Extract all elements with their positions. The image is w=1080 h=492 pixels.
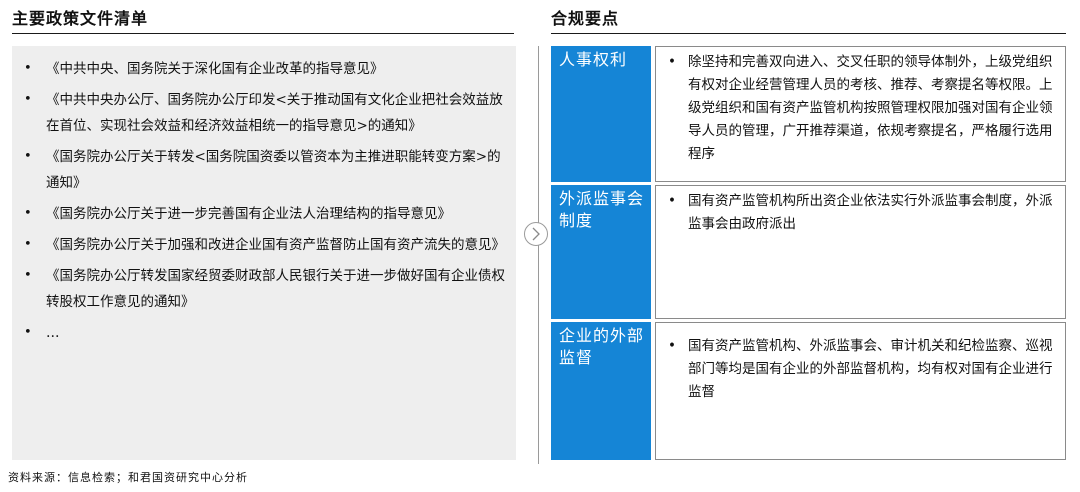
bullet-icon: • [668,193,676,209]
policy-document-item: • 《中共中央办公厅、国务院办公厅印发<关于推动国有文化企业把社会效益放在首位、实… [22,87,512,139]
policy-document-item: • 《国务院办公厅关于转发<国务院国资委以管资本为主推进职能转变方案>的通知》 [22,144,512,196]
source-note: 资料来源：信息检索；和君国资研究中心分析 [8,471,248,484]
compliance-row-external-supervision: 企业的外部监督 • 国有资产监管机构、外派监事会、审计机关和纪检监察、巡视部门等均… [551,322,1066,460]
compliance-title-rule [551,33,1066,34]
bullet-icon: • [24,206,32,221]
compliance-row-body: • 国有资产监管机构所出资企业依法实行外派监事会制度，外派监事会由政府派出 [655,185,1066,319]
policy-list-title-rule [12,33,514,34]
bullet-icon: • [24,268,32,283]
bullet-icon: • [24,92,32,107]
compliance-row-supervisory-board: 外派监事会制度 • 国有资产监管机构所出资企业依法实行外派监事会制度，外派监事会由… [551,185,1066,319]
policy-document-item: • 《国务院办公厅关于加强和改进企业国有资产监督防止国有资产流失的意见》 [22,232,512,258]
policy-document-text: 《国务院办公厅关于加强和改进企业国有资产监督防止国有资产流失的意见》 [46,237,505,253]
chevron-right-icon [524,222,548,246]
policy-document-text: 《国务院办公厅关于进一步完善国有企业法人治理结构的指导意见》 [46,206,451,222]
policy-list-title: 主要政策文件清单 [12,9,149,28]
policy-document-item: •… [22,320,512,346]
policy-document-item: • 《国务院办公厅关于进一步完善国有企业法人治理结构的指导意见》 [22,201,512,227]
bullet-icon: • [668,338,676,354]
compliance-point-text: 除坚持和完善双向进入、交叉任职的领导体制外，上级党组织有权对企业经营管理人员的考… [688,54,1053,162]
policy-list-panel: • 《中共中央、国务院关于深化国有企业改革的指导意见》 • 《中共中央办公厅、国务院… [12,46,516,460]
compliance-point-text: 国有资产监管机构所出资企业依法实行外派监事会制度，外派监事会由政府派出 [688,193,1053,232]
compliance-row-label: 外派监事会制度 [551,185,651,319]
bullet-icon: • [24,149,32,164]
policy-document-text: 《国务院办公厅关于转发<国务院国资委以管资本为主推进职能转变方案>的通知》 [46,149,501,191]
compliance-point: • 国有资产监管机构、外派监事会、审计机关和纪检监察、巡视部门等均是国有企业的外部… [668,335,1057,404]
policy-document-list: • 《中共中央、国务院关于深化国有企业改革的指导意见》 • 《中共中央办公厅、国务院… [22,56,512,346]
policy-document-text: … [46,325,60,341]
policy-document-item: • 《国务院办公厅转发国家经贸委财政部人民银行关于进一步做好国有企业债权转股权工作… [22,263,512,315]
bullet-icon: • [24,61,32,76]
bullet-icon: • [668,54,676,70]
compliance-point: • 除坚持和完善双向进入、交叉任职的领导体制外，上级党组织有权对企业经营管理人员的… [668,51,1057,166]
policy-document-text: 《中共中央、国务院关于深化国有企业改革的指导意见》 [46,61,384,77]
compliance-title: 合规要点 [551,9,620,28]
bullet-icon: • [24,237,32,252]
policy-document-text: 《国务院办公厅转发国家经贸委财政部人民银行关于进一步做好国有企业债权转股权工作意… [46,268,505,310]
compliance-row-label: 人事权利 [551,46,651,182]
compliance-row-body: • 国有资产监管机构、外派监事会、审计机关和纪检监察、巡视部门等均是国有企业的外部… [655,322,1066,460]
policy-document-item: • 《中共中央、国务院关于深化国有企业改革的指导意见》 [22,56,512,82]
policy-document-text: 《中共中央办公厅、国务院办公厅印发<关于推动国有文化企业把社会效益放在首位、实现… [46,92,503,134]
compliance-point-text: 国有资产监管机构、外派监事会、审计机关和纪检监察、巡视部门等均是国有企业的外部监… [688,338,1053,400]
compliance-row-personnel: 人事权利 • 除坚持和完善双向进入、交叉任职的领导体制外，上级党组织有权对企业经营… [551,46,1066,182]
panel-divider [538,46,539,464]
compliance-point: • 国有资产监管机构所出资企业依法实行外派监事会制度，外派监事会由政府派出 [668,190,1057,236]
compliance-row-body: • 除坚持和完善双向进入、交叉任职的领导体制外，上级党组织有权对企业经营管理人员的… [655,46,1066,182]
compliance-row-label: 企业的外部监督 [551,322,651,460]
bullet-icon: • [24,325,32,340]
